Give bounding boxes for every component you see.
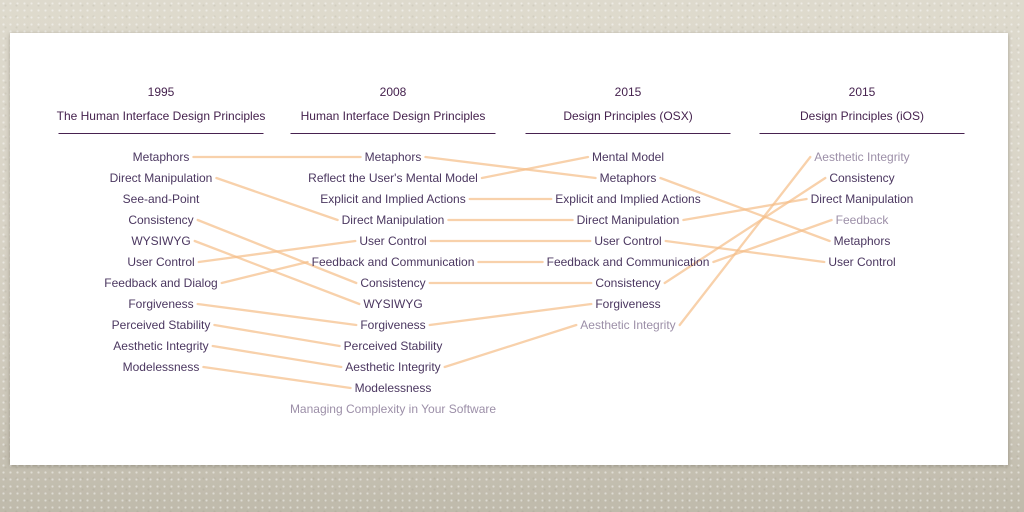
- principle-item: Forgiveness: [360, 318, 426, 332]
- principle-item: Forgiveness: [128, 297, 194, 311]
- principle-item: Aesthetic Integrity: [580, 318, 676, 332]
- principle-item: Metaphors: [833, 234, 891, 248]
- column-year: 2015: [848, 85, 876, 99]
- principle-item: Direct Manipulation: [109, 171, 213, 185]
- principle-connection-line: [202, 365, 352, 390]
- column-title: Design Principles (OSX): [563, 109, 693, 123]
- principle-item: User Control: [828, 255, 896, 269]
- principle-item: Consistency: [128, 213, 194, 227]
- principle-connection-line: [480, 155, 590, 180]
- principle-item: Aesthetic Integrity: [113, 339, 209, 353]
- column-underline: [525, 133, 731, 134]
- principle-connection-line: [196, 302, 358, 327]
- principle-connection-line: [428, 302, 593, 327]
- principle-item: Aesthetic Integrity: [814, 150, 910, 164]
- principle-connection-line: [193, 239, 361, 306]
- principle-item: Feedback: [835, 213, 889, 227]
- principle-item: User Control: [127, 255, 195, 269]
- principle-connection-line: [197, 239, 357, 264]
- principle-connection-line: [220, 260, 309, 285]
- principle-item: Explicit and Implied Actions: [320, 192, 466, 206]
- principle-item: Direct Manipulation: [576, 213, 680, 227]
- column-underline: [58, 133, 264, 134]
- principle-item: Managing Complexity in Your Software: [289, 402, 497, 416]
- column-underline: [759, 133, 965, 134]
- principle-item: User Control: [594, 234, 662, 248]
- column-title: Design Principles (iOS): [799, 109, 925, 123]
- principle-connection-line: [215, 176, 339, 222]
- principle-connection-line: [424, 155, 597, 180]
- principle-item: Consistency: [360, 276, 426, 290]
- principles-diagram-card: 1995 The Human Interface Design Principl…: [10, 33, 1008, 465]
- principle-item: Consistency: [829, 171, 895, 185]
- principle-item: WYSIWYG: [363, 297, 423, 311]
- principle-item: Forgiveness: [595, 297, 661, 311]
- column-title: The Human Interface Design Principles: [56, 109, 266, 123]
- column-year: 2015: [614, 85, 642, 99]
- principle-item: User Control: [359, 234, 427, 248]
- principle-item: Metaphors: [599, 171, 657, 185]
- principle-item: Modelessness: [354, 381, 432, 395]
- principle-item: Perceived Stability: [111, 318, 211, 332]
- principle-item: Direct Manipulation: [810, 192, 914, 206]
- principle-connection-line: [211, 344, 343, 369]
- connection-lines: [192, 155, 833, 390]
- principle-item: Modelessness: [122, 360, 200, 374]
- principle-connection-line: [678, 155, 812, 327]
- principle-connection-line: [443, 323, 578, 369]
- principle-item: Feedback and Communication: [546, 255, 710, 269]
- principle-item: Feedback and Communication: [311, 255, 475, 269]
- principle-item: Aesthetic Integrity: [345, 360, 441, 374]
- principle-item: Direct Manipulation: [341, 213, 445, 227]
- column-title: Human Interface Design Principles: [300, 109, 486, 123]
- principle-item: WYSIWYG: [131, 234, 191, 248]
- principle-item: See-and-Point: [122, 192, 200, 206]
- column-underline: [290, 133, 496, 134]
- principle-item: Perceived Stability: [343, 339, 443, 353]
- principle-item: Metaphors: [132, 150, 190, 164]
- principle-item: Reflect the User's Mental Model: [308, 171, 478, 185]
- column-year: 1995: [147, 85, 175, 99]
- column-year: 2008: [379, 85, 407, 99]
- principle-item: Explicit and Implied Actions: [555, 192, 701, 206]
- principle-item: Feedback and Dialog: [104, 276, 218, 290]
- principle-connection-line: [213, 323, 341, 348]
- principle-item: Mental Model: [591, 150, 665, 164]
- principle-item: Metaphors: [364, 150, 422, 164]
- principle-connection-line: [663, 176, 827, 285]
- principle-item: Consistency: [595, 276, 661, 290]
